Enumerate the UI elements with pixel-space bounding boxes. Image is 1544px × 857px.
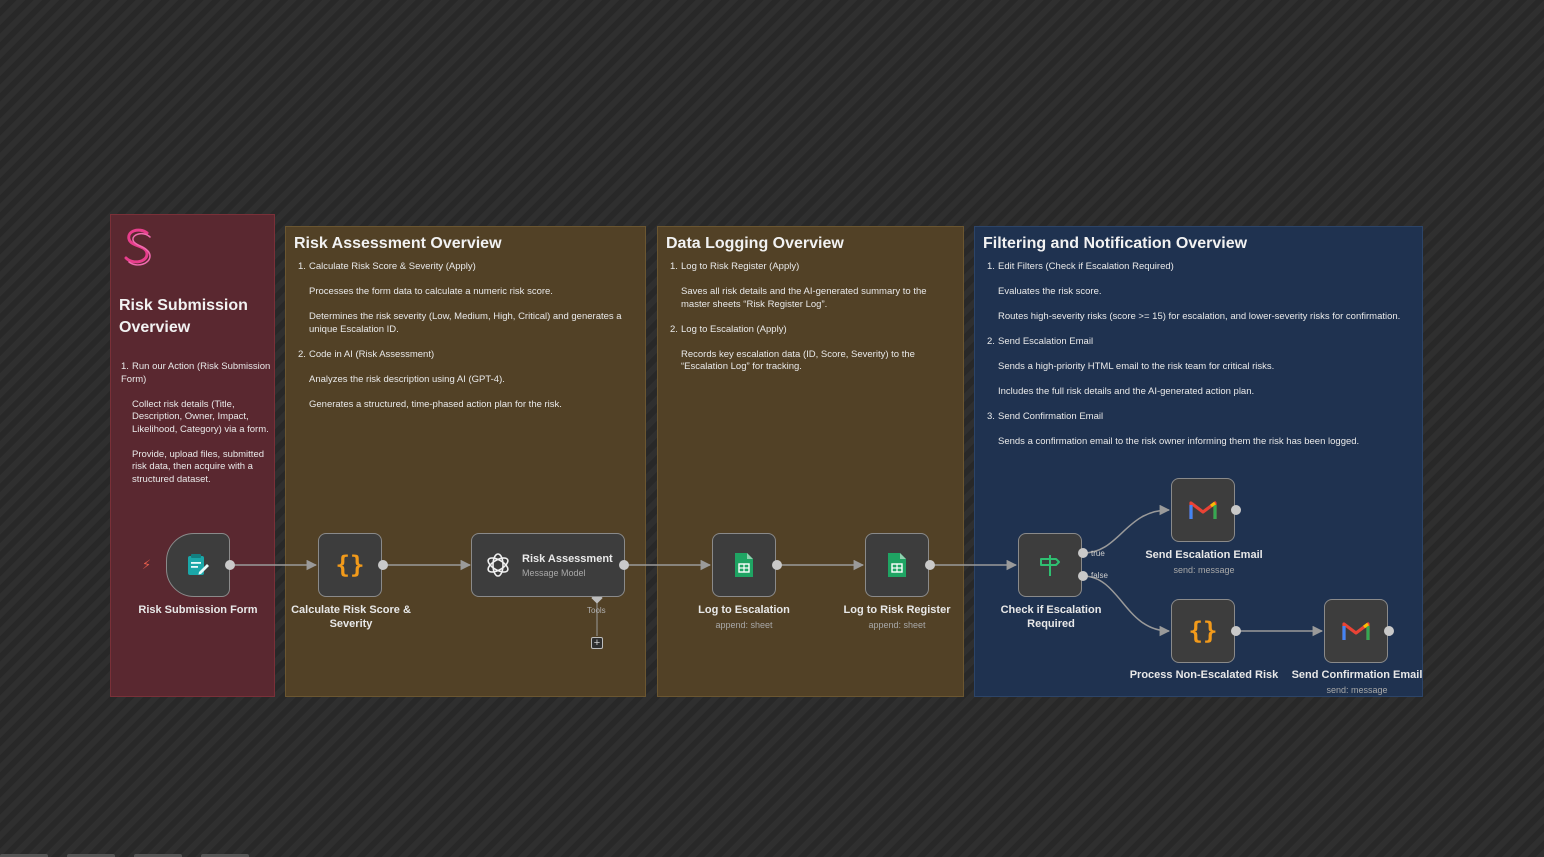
output-port[interactable] [378, 560, 388, 570]
node-subtitle: send: message [1326, 685, 1388, 695]
bottom-tab[interactable] [0, 854, 48, 857]
svg-text:{}: {} [1189, 617, 1218, 645]
note-paragraph: Sends a confirmation email to the risk o… [998, 436, 1360, 447]
node-send-confirmation-email[interactable] [1324, 599, 1388, 663]
svg-text:{}: {} [336, 551, 365, 579]
node-title: Risk Assessment [522, 552, 613, 565]
node-label: Log to Risk Register [843, 604, 951, 616]
signpost-icon [1040, 555, 1060, 576]
note-item: 2.Send Escalation Email Sends a high-pri… [987, 336, 1407, 399]
output-port-true[interactable] [1078, 548, 1088, 558]
note-item: 1.Calculate Risk Score & Severity (Apply… [298, 261, 638, 336]
node-subtitle: Message Model [522, 567, 586, 578]
google-sheets-icon [888, 553, 906, 577]
branch-label-false: false [1091, 571, 1108, 580]
node-label: Send Confirmation Email [1291, 669, 1423, 681]
node-label: Send Escalation Email [1145, 549, 1263, 561]
gmail-icon [1189, 501, 1217, 519]
bottom-tab[interactable] [134, 854, 182, 857]
output-port-false[interactable] [1078, 571, 1088, 581]
bottom-tab[interactable] [67, 854, 115, 857]
node-label: Log to Escalation [698, 604, 790, 616]
node-risk-assessment-ai[interactable]: Risk Assessment Message Model [471, 533, 625, 597]
output-port[interactable] [772, 560, 782, 570]
node-subtitle: append: sheet [715, 620, 773, 630]
note-risk-submission-overview[interactable]: Risk Submission Overview 1.Run our Actio… [110, 214, 275, 697]
output-port[interactable] [925, 560, 935, 570]
note-item: 2.Code in AI (Risk Assessment) Analyzes … [298, 349, 638, 412]
add-tool-button[interactable]: + [591, 637, 603, 649]
note-title: Data Logging Overview [666, 235, 844, 252]
node-risk-submission-form[interactable] [166, 533, 230, 597]
note-item: 2.Log to Escalation (Apply) Records key … [670, 324, 955, 374]
node-log-to-escalation[interactable] [712, 533, 776, 597]
note-paragraph: Collect risk details (Title, Description… [132, 398, 269, 435]
node-subtitle: append: sheet [868, 620, 926, 630]
note-paragraph: Determines the risk severity (Low, Mediu… [309, 311, 622, 335]
node-process-non-escalated[interactable]: {} [1171, 599, 1235, 663]
note-paragraph: Evaluates the risk score. [998, 286, 1102, 297]
branch-label-true: true [1091, 549, 1105, 558]
note-paragraph: Sends a high-priority HTML email to the … [998, 361, 1275, 372]
note-paragraph: Routes high-severity risks (score >= 15)… [998, 311, 1401, 322]
note-list: 1.Calculate Risk Score & Severity (Apply… [298, 261, 638, 411]
brand-logo-icon [124, 228, 151, 266]
note-risk-assessment-overview[interactable]: Risk Assessment Overview 1.Calculate Ris… [285, 226, 646, 697]
output-port[interactable] [619, 560, 629, 570]
note-paragraph: Processes the form data to calculate a n… [309, 286, 553, 297]
output-port[interactable] [225, 560, 235, 570]
note-paragraph: Generates a structured, time-phased acti… [309, 398, 562, 410]
note-list: 1.Edit Filters (Check if Escalation Requ… [987, 261, 1407, 449]
note-paragraph: Includes the full risk details and the A… [998, 386, 1255, 397]
note-paragraph: Saves all risk details and the AI-genera… [681, 286, 927, 310]
note-title: Risk Assessment Overview [294, 235, 502, 252]
google-sheets-icon [735, 553, 753, 577]
node-log-to-risk-register[interactable] [865, 533, 929, 597]
code-braces-icon: {} [1189, 617, 1218, 645]
note-item: 1.Run our Action (Risk Submission Form) … [121, 361, 271, 485]
note-title: Risk Submission Overview [119, 297, 248, 336]
node-send-escalation-email[interactable] [1171, 478, 1235, 542]
note-paragraph: Analyzes the risk description using AI (… [309, 373, 505, 385]
output-port[interactable] [1231, 505, 1241, 515]
node-check-escalation[interactable] [1018, 533, 1082, 597]
gmail-icon [1342, 622, 1370, 640]
output-port[interactable] [1384, 626, 1394, 636]
note-item: 3.Send Confirmation Email Sends a confir… [987, 411, 1407, 449]
note-list: 1.Log to Risk Register (Apply) Saves all… [670, 261, 955, 374]
output-port[interactable] [1231, 626, 1241, 636]
node-label: Risk Submission Form [138, 604, 258, 616]
note-list: 1.Run our Action (Risk Submission Form) … [121, 361, 271, 486]
tools-label: Tools [587, 606, 606, 615]
bottom-tab[interactable] [201, 854, 249, 857]
form-icon [188, 554, 209, 575]
trigger-bolt-icon: ⚡ [142, 557, 152, 572]
note-data-logging-overview[interactable]: Data Logging Overview 1.Log to Risk Regi… [657, 226, 964, 697]
node-calculate-risk-score[interactable]: {} [318, 533, 382, 597]
node-label: Check if Escalation Required [1000, 604, 1102, 630]
note-paragraph: Provide, upload files, submitted risk da… [132, 448, 265, 485]
note-paragraph: Records key escalation data (ID, Score, … [681, 348, 915, 373]
node-subtitle: send: message [1173, 565, 1235, 575]
note-item: 1.Edit Filters (Check if Escalation Requ… [987, 261, 1407, 324]
note-title: Filtering and Notification Overview [983, 235, 1248, 252]
node-label: Process Non-Escalated Risk [1129, 669, 1279, 681]
note-item: 1.Log to Risk Register (Apply) Saves all… [670, 261, 955, 311]
code-braces-icon: {} [336, 551, 365, 579]
node-label: Calculate Risk Score & Severity [291, 604, 411, 630]
openai-icon [487, 553, 509, 577]
